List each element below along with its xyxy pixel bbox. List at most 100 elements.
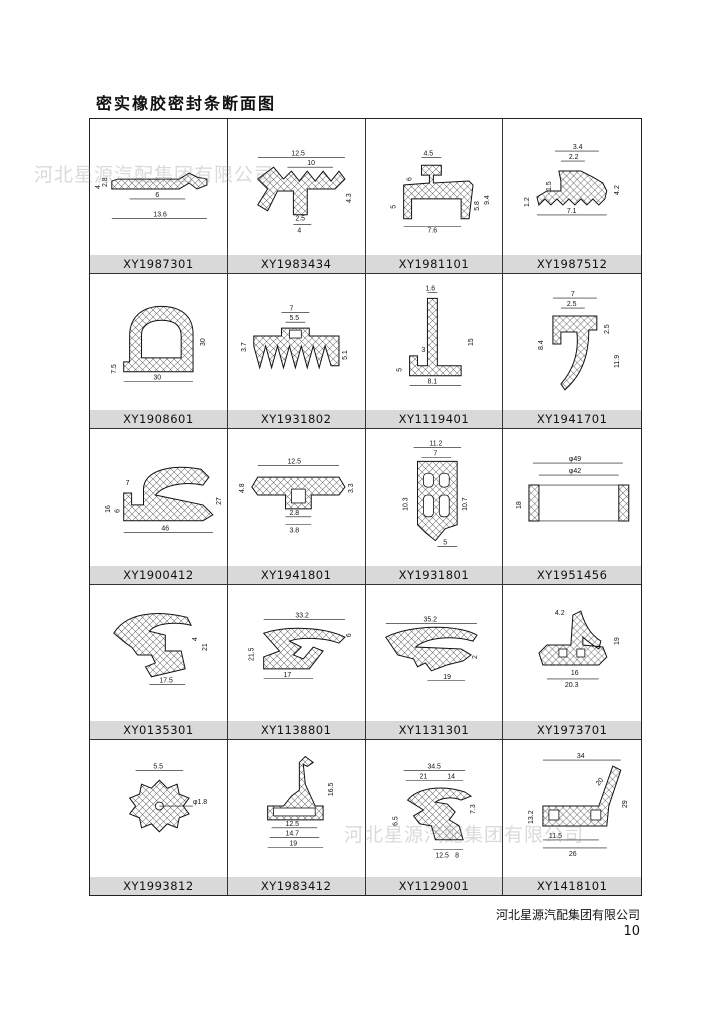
dimension-label: 34.5 — [427, 763, 441, 770]
profile-card: 34 20 13.2 29 11.5 26 XY1418101 — [503, 740, 641, 895]
profile-code: XY1138801 — [227, 720, 365, 739]
profile-code: XY1900412 — [90, 565, 227, 584]
dimension-label: 7.5 — [111, 364, 118, 374]
profile-drawing: 7 2.5 2.5 8.4 11.9 — [538, 291, 621, 391]
profile-card: 5.5 φ1.8 XY1993812 — [90, 739, 228, 895]
dimension-label: 16 — [571, 670, 579, 677]
dimension-label: 11.5 — [549, 833, 562, 840]
dimension-label: 3 — [421, 347, 425, 354]
dimension-label: 30 — [153, 375, 161, 382]
dimension-label: 29 — [622, 800, 629, 808]
profile-drawing: 7 5.5 3.7 5.1 — [241, 305, 349, 370]
dimension-label: 11.2 — [429, 441, 442, 448]
dimension-label: 4.2 — [614, 185, 621, 195]
dimension-label: 3.8 — [289, 528, 299, 535]
profile-code: XY1941801 — [227, 565, 365, 584]
page-number: 10 — [623, 924, 640, 939]
profile-drawing: 1.6 15 3 5 8.1 — [396, 286, 475, 387]
profile-drawing: 12.5 4.8 3.3 2.8 3.8 — [239, 459, 355, 535]
profile-grid: 2.8 4 6 13.6 XY1987301 12.5 10 4.3 2.5 4… — [89, 118, 642, 896]
profile-code: XY1129001 — [365, 876, 503, 895]
dimension-label: 2.8 — [289, 510, 299, 517]
profile-code: XY1119401 — [365, 410, 503, 429]
profile-drawing: 30 7.5 30 — [111, 306, 207, 383]
dimension-label: 6 — [406, 177, 413, 181]
profile-code: XY1131301 — [365, 720, 503, 739]
dimension-label: 7 — [433, 451, 437, 458]
dimension-label: 10.3 — [402, 498, 409, 512]
profile-drawing: 35.2 2 19 — [384, 616, 478, 681]
dimension-label: 4.5 — [423, 150, 433, 157]
dimension-label: 2.5 — [604, 324, 611, 334]
dimension-label: 19 — [614, 637, 621, 645]
profile-drawing: 34 20 13.2 29 11.5 26 — [528, 753, 629, 858]
dimension-label: 20.3 — [565, 682, 579, 689]
profile-card: 7 2.5 2.5 8.4 11.9 XY1941701 — [503, 274, 641, 430]
dimension-label: 2 — [471, 655, 478, 659]
dimension-label: 1.2 — [524, 197, 531, 207]
dimension-label: 27 — [216, 497, 223, 505]
dimension-label: 1.6 — [425, 286, 435, 293]
dimension-label: 4.2 — [555, 610, 565, 617]
dimension-label: 5.8 — [473, 201, 480, 211]
dimension-label: 19 — [289, 840, 297, 847]
dimension-label: 6.5 — [392, 816, 399, 826]
profile-code: XY0135301 — [90, 720, 227, 739]
profile-code: XY1987301 — [90, 255, 227, 274]
profile-drawing: 2.8 4 6 13.6 — [95, 172, 208, 220]
dimension-label: 11.9 — [614, 355, 621, 368]
profile-code: XY1931801 — [365, 565, 503, 584]
page-title: 密实橡胶密封条断面图 — [96, 94, 277, 113]
profile-code: XY1931802 — [227, 410, 365, 429]
profile-card: 12.5 4.8 3.3 2.8 3.8 XY1941801 — [227, 429, 366, 585]
dimension-label: 1.5 — [546, 181, 553, 191]
profile-drawing: 16.5 12.5 14.7 19 — [266, 755, 335, 848]
profile-code: XY1993812 — [90, 876, 227, 895]
dimension-label: 4 — [95, 185, 102, 189]
profile-card: 4 21 17.5 XY0135301 — [90, 584, 228, 740]
dimension-label: 7 — [289, 305, 293, 312]
profile-card: 11.2 7 10.3 10.7 5 XY1931801 — [365, 429, 504, 585]
profile-card: 7 5.5 3.7 5.1 XY1931802 — [227, 274, 366, 430]
dimension-label: 7.3 — [470, 804, 477, 814]
watermark-upper: 河北星源汽配集团有限公司 — [34, 164, 275, 186]
profile-drawing: 4.5 6 5 5.8 9.4 7.6 — [390, 150, 490, 234]
watermark-lower: 河北星源汽配集团有限公司 — [344, 824, 585, 846]
dimension-label: 2.5 — [567, 301, 577, 308]
dimension-label: 8.4 — [538, 340, 545, 350]
profile-code: XY1981101 — [365, 255, 503, 274]
profile-drawing: 33.2 6 21.5 17 — [249, 612, 353, 679]
dimension-label: 7 — [571, 291, 575, 298]
dimension-label: 16 — [105, 505, 112, 513]
dimension-label: 21 — [202, 643, 209, 651]
dimension-label: 5.5 — [289, 315, 299, 322]
dimension-label: 12.5 — [435, 852, 449, 859]
dimension-label: 17.5 — [159, 677, 173, 684]
profile-card: 4.5 6 5 5.8 9.4 7.6 XY1981101 — [365, 119, 504, 275]
dimension-label: 3.4 — [573, 144, 583, 151]
dimension-label: 26 — [569, 851, 577, 858]
dimension-label: 7.1 — [567, 208, 577, 215]
dimension-label: 5 — [443, 540, 447, 547]
profile-card: 7 16 6 27 46 XY1900412 — [90, 429, 228, 585]
profile-code: XY1418101 — [503, 876, 641, 895]
profile-card: 34.5 21 14 6.5 7.3 12.5 8 XY1129001 — [365, 739, 504, 895]
profile-card: 35.2 2 19 XY1131301 — [365, 584, 504, 740]
profile-drawing: 4.2 19 16 20.3 — [538, 610, 621, 689]
dimension-label: φ1.8 — [193, 799, 207, 806]
dimension-label: φ42 — [569, 468, 581, 475]
dimension-label: 35.2 — [423, 616, 437, 623]
dimension-label: 14.7 — [285, 831, 299, 838]
dimension-label: 30 — [200, 338, 207, 346]
dimension-label: 12.5 — [287, 459, 301, 466]
profile-drawing: 34.5 21 14 6.5 7.3 12.5 8 — [392, 763, 477, 859]
dimension-label: 8.1 — [427, 379, 437, 386]
dimension-label: 17 — [283, 671, 291, 678]
profile-card: 30 7.5 30 XY1908601 — [90, 274, 228, 430]
dimension-label: 4 — [297, 228, 301, 235]
profile-drawing: φ49 φ42 18 — [516, 456, 630, 522]
dimension-label: 12.5 — [285, 821, 299, 828]
profile-card: 16.5 12.5 14.7 19 XY1983412 — [227, 739, 366, 895]
dimension-label: 3.7 — [241, 342, 248, 352]
dimension-label: 16.5 — [328, 782, 335, 796]
